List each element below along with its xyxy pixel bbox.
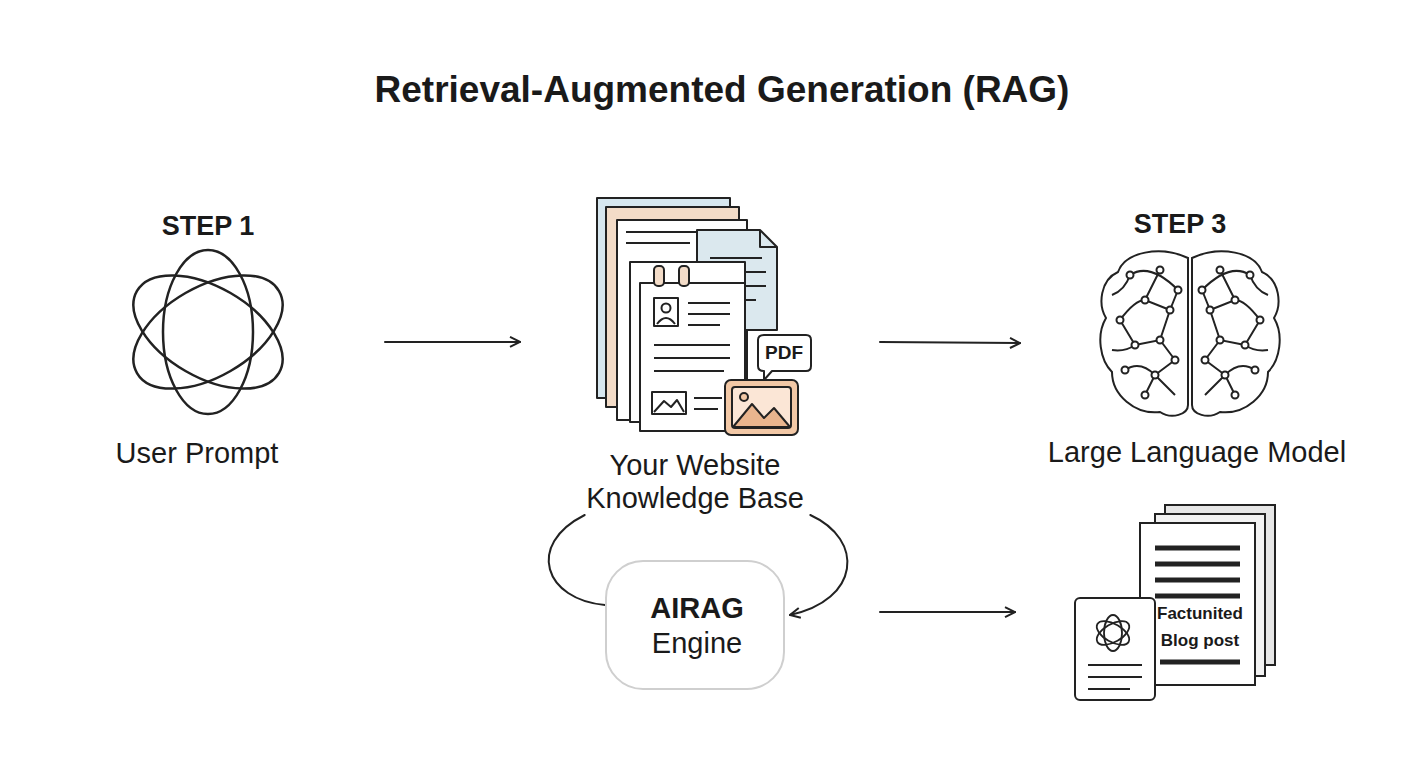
atom-loop (1093, 616, 1133, 650)
page-line (1155, 594, 1240, 599)
page-line (688, 302, 730, 304)
brain-node (1152, 372, 1159, 379)
document-label: Factunited Blog post (1144, 600, 1256, 654)
node-label: User Prompt (97, 436, 297, 471)
brain-node (1117, 317, 1124, 324)
page-fold (760, 230, 777, 247)
page-line (1155, 546, 1240, 551)
brain-node (1157, 337, 1164, 344)
small-page (1075, 598, 1155, 700)
page-line (654, 357, 730, 359)
page-line (1088, 688, 1130, 690)
documents-icon (597, 198, 811, 435)
brain-network (1112, 270, 1178, 395)
image-tile (725, 380, 798, 435)
small-atom-icon (1093, 615, 1133, 651)
image-tile-inner (732, 387, 791, 428)
brain-hemisphere (1100, 251, 1188, 415)
node-label: Large Language Model (1027, 435, 1367, 470)
prompt-icon-loop (114, 252, 301, 412)
image-mountain (733, 404, 790, 427)
brain-node (1175, 287, 1182, 294)
node-label: Your Website Knowledge Base (570, 449, 820, 515)
pdf-tag (758, 335, 811, 380)
brain-nodes (1117, 267, 1182, 399)
step-heading: STEP 3 (1095, 208, 1265, 240)
flow-arrow (880, 342, 1020, 343)
engine-heading: AIRAG (612, 591, 782, 626)
brain-node (1167, 307, 1174, 314)
page-line (688, 313, 730, 315)
page-line (626, 231, 700, 233)
brain-outline (1100, 251, 1188, 415)
page-line (694, 408, 718, 410)
curved-arrow (549, 515, 605, 605)
page-line (626, 242, 690, 244)
diagram-title: Retrieval-Augmented Generation (RAG) (242, 68, 1202, 112)
avatar-body (657, 318, 675, 324)
page-line (710, 257, 762, 259)
page-line (1088, 676, 1142, 678)
avatar-frame (654, 298, 678, 326)
engine-label: Engine (612, 626, 782, 661)
brain-node (1172, 357, 1179, 364)
page-line (654, 344, 730, 346)
flow-arrow (880, 611, 1015, 613)
picture-mountain (654, 400, 684, 412)
flow-arrow (385, 341, 520, 343)
file-type-label: PDF (757, 341, 811, 364)
image-sun (740, 393, 748, 401)
brain-node (1132, 342, 1139, 349)
page-sheet (1140, 523, 1255, 685)
brain-hemisphere (1192, 251, 1280, 415)
brain-node (1127, 272, 1134, 279)
blog-post-icon (1075, 505, 1275, 700)
blog-post-node: Factunited Blog post (1075, 505, 1275, 700)
brain-node (1142, 297, 1149, 304)
step-node: STEP 1User Prompt (110, 205, 295, 475)
brain-node (1157, 267, 1164, 274)
curved-arrow (790, 515, 847, 615)
prompt-icon-loop (114, 252, 301, 412)
page-line (694, 397, 722, 399)
prompt-icon (114, 250, 301, 414)
picture-frame (652, 392, 686, 414)
page-line (1088, 664, 1142, 666)
page-line (1160, 660, 1240, 665)
step-heading: STEP 1 (123, 210, 293, 242)
binder-clip (654, 266, 664, 286)
binder-clip (679, 266, 689, 286)
page-line (654, 370, 724, 372)
brain-node (1122, 367, 1129, 374)
page-line (1155, 578, 1240, 583)
page-line (1155, 562, 1240, 567)
atom-loop (1093, 616, 1133, 650)
engine-box: AIRAGEngine (605, 560, 785, 690)
brain-node (1142, 392, 1149, 399)
avatar-head (662, 304, 671, 313)
page-line (688, 324, 720, 326)
step-node: STEP 3Large Language Model (1040, 205, 1355, 470)
